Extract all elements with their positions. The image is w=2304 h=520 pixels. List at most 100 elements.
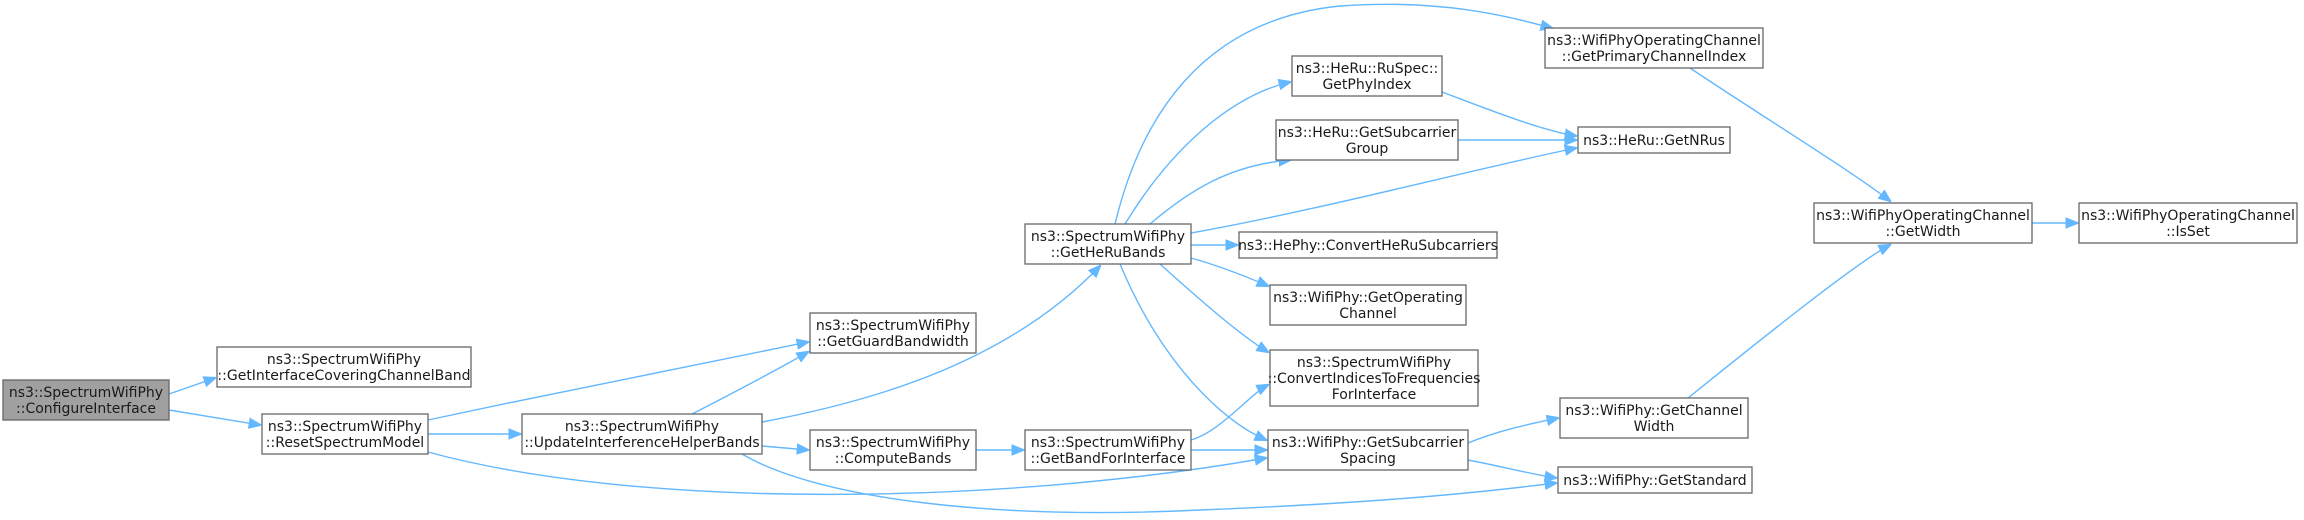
node-getGuardBandwidth[interactable]: ns3::SpectrumWifiPhy::GetGuardBandwidth xyxy=(809,312,977,354)
edge-getHeRuBands-to-ruSpecGetPhyIndex xyxy=(1124,82,1290,225)
node-box xyxy=(1291,55,1443,97)
node-label-line: ::GetInterfaceCoveringChannelBand xyxy=(217,368,470,384)
edge-getHeRuBands-to-convertIndices xyxy=(1159,263,1268,352)
node-label-line: ns3::WifiPhyOperatingChannel xyxy=(2081,208,2295,224)
node-label-line: Channel xyxy=(1339,306,1396,322)
node-computeBands[interactable]: ns3::SpectrumWifiPhy::ComputeBands xyxy=(809,429,977,471)
edge-getBandForInterface-to-convertIndices xyxy=(1190,385,1268,441)
node-box xyxy=(1813,202,2033,244)
edge-getSubcarrierSpacing-to-getChannelWidth xyxy=(1467,418,1558,444)
node-box xyxy=(1269,284,1467,326)
nodes-layer: ns3::SpectrumWifiPhy::ConfigureInterface… xyxy=(2,27,2298,494)
node-label-line: ns3::SpectrumWifiPhy xyxy=(267,352,421,368)
edge-getPrimaryChannelIndex-to-operatingChannelGetWidth xyxy=(1689,67,1890,201)
edge-resetSpectrum-to-getSubcarrierSpacing xyxy=(427,451,1266,496)
node-getInterfaceCovering[interactable]: ns3::SpectrumWifiPhy::GetInterfaceCoveri… xyxy=(216,346,472,388)
node-label-line: Width xyxy=(1634,419,1675,435)
edge-getHeRuBands-to-wifiPhyGetOperatingChannel xyxy=(1190,257,1268,286)
edge-updateInterference-to-getHeRuBands xyxy=(761,266,1100,423)
node-label-line: ::UpdateInterferenceHelperBands xyxy=(524,435,759,451)
node-label-line: ::GetHeRuBands xyxy=(1051,245,1166,261)
node-box xyxy=(1559,397,1749,439)
node-box xyxy=(1024,429,1192,471)
node-label-line: ns3::SpectrumWifiPhy xyxy=(1031,229,1185,245)
edge-getSubcarrierSpacing-to-getStandard xyxy=(1467,459,1556,478)
node-box xyxy=(1557,466,1753,494)
node-box xyxy=(809,429,977,471)
node-operatingChannelGetWidth[interactable]: ns3::WifiPhyOperatingChannel::GetWidth xyxy=(1813,202,2033,244)
node-label-line: ns3::HePhy::ConvertHeRuSubcarriers xyxy=(1238,238,1498,254)
node-getStandard[interactable]: ns3::WifiPhy::GetStandard xyxy=(1557,466,1753,494)
edge-updateInterference-to-getStandard xyxy=(741,453,1556,514)
node-label-line: ns3::SpectrumWifiPhy xyxy=(816,318,970,334)
edge-getChannelWidth-to-operatingChannelGetWidth xyxy=(1687,245,1890,399)
edge-getHeRuBands-to-getSubcarrierSpacing xyxy=(1119,263,1266,440)
node-label-line: Group xyxy=(1346,141,1389,157)
node-box xyxy=(216,346,472,388)
node-hePhyConvert[interactable]: ns3::HePhy::ConvertHeRuSubcarriers xyxy=(1238,231,1498,259)
edge-updateInterference-to-getGuardBandwidth xyxy=(691,352,808,415)
edge-getHeRuBands-to-heRuGetSubcarrierGroup xyxy=(1149,160,1290,225)
node-box xyxy=(2078,202,2298,244)
node-label-line: GetPhyIndex xyxy=(1322,77,1411,93)
node-getPrimaryChannelIndex[interactable]: ns3::WifiPhyOperatingChannel::GetPrimary… xyxy=(1544,27,1764,69)
node-label-line: ::IsSet xyxy=(2166,224,2210,240)
node-box xyxy=(1577,126,1731,154)
node-label-line: ns3::WifiPhyOperatingChannel xyxy=(1816,208,2030,224)
node-label-line: Spacing xyxy=(1340,451,1396,467)
node-box xyxy=(809,312,977,354)
edge-ruSpecGetPhyIndex-to-heRuGetNRus xyxy=(1441,91,1576,136)
node-box xyxy=(2,379,170,421)
node-box xyxy=(1269,349,1479,407)
node-configure[interactable]: ns3::SpectrumWifiPhy::ConfigureInterface xyxy=(2,379,170,421)
node-label-line: ns3::HeRu::GetNRus xyxy=(1583,133,1725,149)
node-resetSpectrum[interactable]: ns3::SpectrumWifiPhy::ResetSpectrumModel xyxy=(261,413,429,455)
node-heRuGetNRus[interactable]: ns3::HeRu::GetNRus xyxy=(1577,126,1731,154)
node-updateInterference[interactable]: ns3::SpectrumWifiPhy::UpdateInterference… xyxy=(521,413,763,455)
node-ruSpecGetPhyIndex[interactable]: ns3::HeRu::RuSpec::GetPhyIndex xyxy=(1291,55,1443,97)
node-label-line: ns3::WifiPhyOperatingChannel xyxy=(1547,33,1761,49)
edge-getHeRuBands-to-heRuGetNRus xyxy=(1190,148,1576,234)
node-label-line: ::GetGuardBandwidth xyxy=(817,334,969,350)
node-getBandForInterface[interactable]: ns3::SpectrumWifiPhy::GetBandForInterfac… xyxy=(1024,429,1192,471)
node-label-line: ns3::WifiPhy::GetStandard xyxy=(1563,473,1746,489)
node-label-line: ns3::HeRu::GetSubcarrier xyxy=(1278,125,1457,141)
node-label-line: ns3::SpectrumWifiPhy xyxy=(268,419,422,435)
node-label-line: ns3::SpectrumWifiPhy xyxy=(1297,355,1451,371)
node-label-line: ns3::SpectrumWifiPhy xyxy=(9,385,163,401)
node-label-line: ::ResetSpectrumModel xyxy=(266,435,424,451)
node-box xyxy=(1275,119,1459,161)
edge-resetSpectrum-to-getGuardBandwidth xyxy=(427,342,808,421)
node-box xyxy=(521,413,763,455)
edge-configure-to-getInterfaceCovering xyxy=(168,378,215,395)
node-operatingChannelIsSet[interactable]: ns3::WifiPhyOperatingChannel::IsSet xyxy=(2078,202,2298,244)
node-label-line: ns3::SpectrumWifiPhy xyxy=(1031,435,1185,451)
node-getHeRuBands[interactable]: ns3::SpectrumWifiPhy::GetHeRuBands xyxy=(1024,223,1192,265)
node-box xyxy=(1267,429,1469,471)
node-label-line: ::ConfigureInterface xyxy=(16,401,156,417)
node-label-line: ns3::SpectrumWifiPhy xyxy=(816,435,970,451)
edge-updateInterference-to-computeBands xyxy=(761,446,808,450)
node-convertIndices[interactable]: ns3::SpectrumWifiPhy::ConvertIndicesToFr… xyxy=(1268,349,1481,407)
edge-configure-to-resetSpectrum xyxy=(168,409,260,425)
node-box xyxy=(1024,223,1192,265)
node-box xyxy=(261,413,429,455)
node-label-line: ::GetBandForInterface xyxy=(1031,451,1186,467)
node-label-line: ::GetWidth xyxy=(1885,224,1960,240)
node-label-line: ::ConvertIndicesToFrequencies xyxy=(1268,371,1481,387)
node-label-line: ns3::WifiPhy::GetSubcarrier xyxy=(1272,435,1464,451)
node-label-line: ns3::SpectrumWifiPhy xyxy=(565,419,719,435)
node-box xyxy=(1544,27,1764,69)
node-label-line: ::GetPrimaryChannelIndex xyxy=(1562,49,1747,65)
node-label-line: ::ComputeBands xyxy=(835,451,952,467)
edges-layer xyxy=(168,3,2077,514)
node-box xyxy=(1238,231,1498,259)
edge-getHeRuBands-to-getPrimaryChannelIndex xyxy=(1114,3,1552,225)
node-label-line: ns3::WifiPhy::GetOperating xyxy=(1273,290,1463,306)
node-label-line: ns3::WifiPhy::GetChannel xyxy=(1565,403,1742,419)
